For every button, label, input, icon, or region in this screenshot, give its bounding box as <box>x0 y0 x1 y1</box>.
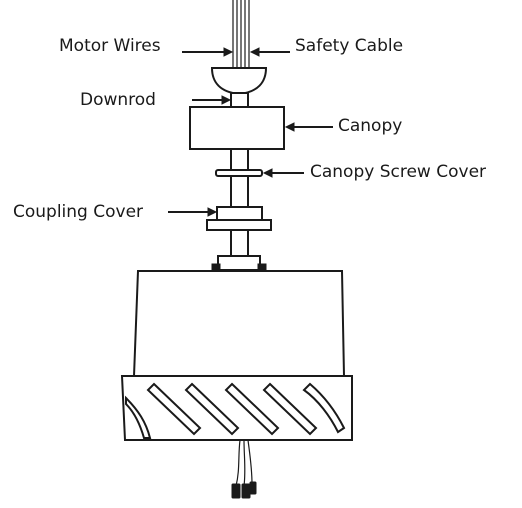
leader-safety-cable <box>249 47 290 57</box>
leader-downrod <box>192 95 232 105</box>
canopy <box>189 106 285 150</box>
bottom-wires <box>231 439 257 499</box>
leader-canopy <box>284 122 333 132</box>
coupling-cover-top <box>216 206 263 222</box>
leader-canopy-screw-cover <box>262 168 304 178</box>
mount-screw-right <box>257 263 267 271</box>
motor-housing <box>132 270 346 377</box>
label-safety-cable: Safety Cable <box>295 36 404 56</box>
label-downrod: Downrod <box>80 90 156 110</box>
label-canopy: Canopy <box>338 116 403 136</box>
leader-motor-wires <box>182 47 234 57</box>
coupling-cover-rim <box>206 219 272 231</box>
downrod-middle <box>230 148 249 171</box>
downrod-lower <box>230 175 249 209</box>
motor-mount <box>217 255 261 271</box>
downrod-bottom <box>230 229 249 259</box>
leader-coupling-cover <box>168 207 218 217</box>
housing-slots <box>125 382 346 439</box>
label-motor-wires: Motor Wires <box>59 36 161 56</box>
label-coupling-cover: Coupling Cover <box>13 202 144 222</box>
mount-screw-left <box>211 263 221 271</box>
hanger-ball <box>210 67 268 96</box>
motor-wires-bundle <box>232 0 250 72</box>
label-canopy-screw-cover: Canopy Screw Cover <box>310 162 487 182</box>
